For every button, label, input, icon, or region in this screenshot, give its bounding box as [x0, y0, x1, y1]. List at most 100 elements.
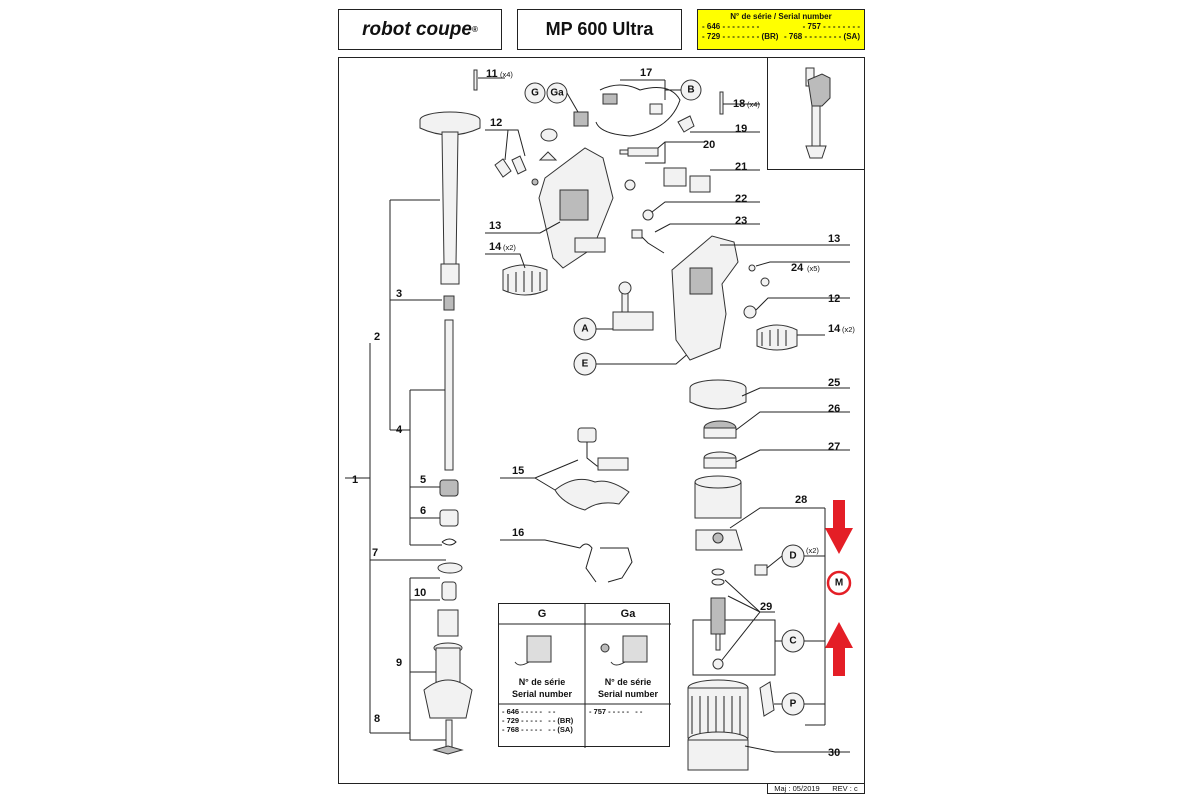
logo-text: robot coupe	[362, 18, 472, 40]
housing-28-part	[694, 475, 742, 519]
bearing-6-part	[439, 509, 459, 527]
serial-729: - 729 - - - - - - - - (BR)	[702, 32, 779, 41]
rotor-29-part	[710, 568, 726, 670]
callout-P: P	[790, 699, 797, 710]
callout-C: C	[789, 636, 796, 647]
model-title: MP 600 Ultra	[517, 9, 682, 50]
callout-A: A	[581, 324, 588, 335]
legend-grid	[499, 604, 671, 748]
legend-caption-ga: N° de série Serial number	[597, 677, 659, 699]
label-30: 30	[828, 747, 840, 759]
clip-part	[441, 538, 457, 546]
label-25: 25	[828, 377, 840, 389]
label-27: 27	[828, 441, 840, 453]
callout-Ga: Ga	[550, 88, 564, 99]
revision-code: REV : c	[832, 784, 858, 793]
label-21: 21	[735, 161, 747, 173]
mult-D: (x2)	[806, 546, 819, 555]
grip-14-right-part	[756, 324, 798, 351]
label-14-right: 14	[828, 323, 841, 335]
label-3: 3	[396, 288, 402, 300]
connector-20-part	[619, 147, 659, 157]
label-12-top: 12	[490, 117, 502, 129]
wire-harness-15-part	[554, 427, 630, 511]
serial-number-box: N° de série / Serial number - 646 - - - …	[697, 9, 865, 50]
revision-footer: Maj : 05/2019 REV : c	[767, 783, 865, 794]
mult-24: (x5)	[807, 264, 820, 273]
label-12-right: 12	[828, 293, 840, 305]
label-4: 4	[396, 424, 403, 436]
label-15: 15	[512, 465, 524, 477]
wire-23-part	[631, 229, 665, 254]
callout-M: M	[835, 578, 843, 589]
label-19: 19	[735, 123, 747, 135]
button-12-part	[743, 305, 757, 319]
seal-ring-part	[437, 562, 463, 574]
label-16: 16	[512, 527, 524, 539]
registered-mark-icon: ®	[471, 25, 478, 34]
bell-housing-part	[423, 609, 473, 719]
screw-24-part	[748, 264, 770, 287]
handle-rear-half-part	[538, 147, 614, 269]
switch-legend-table: G Ga N° de série Serial number N° de sér…	[498, 603, 671, 748]
assembled-mixer-icon	[805, 67, 831, 159]
stator-P-part	[687, 679, 775, 739]
brush-D-part	[754, 564, 768, 576]
bearing-5-part	[439, 479, 459, 497]
label-2: 2	[374, 331, 380, 343]
serial-row: - 646 - - - - - - - - - 757 - - - - - - …	[702, 22, 860, 32]
spring-part	[443, 295, 455, 311]
mult-18: (x4)	[747, 100, 760, 109]
callout-G-circle	[524, 82, 546, 104]
label-17: 17	[640, 67, 652, 79]
switch-A-part	[612, 281, 654, 331]
screw-18-part	[719, 91, 724, 115]
legend-header-g: G	[537, 608, 547, 620]
switch-g-icon	[514, 635, 552, 666]
callout-G: G	[531, 88, 539, 99]
label-13-right: 13	[828, 233, 840, 245]
seal-12-part	[494, 155, 527, 178]
switch-g-part	[573, 111, 589, 127]
callout-E: E	[582, 359, 589, 370]
callout-B: B	[687, 85, 694, 96]
switch-ga-icon	[600, 635, 648, 666]
label-13-left: 13	[489, 220, 501, 232]
blade-part	[432, 719, 464, 755]
label-14-left: 14	[489, 241, 502, 253]
label-8: 8	[374, 713, 380, 725]
spring-clip-16-part	[579, 543, 633, 583]
label-26: 26	[828, 403, 840, 415]
label-5: 5	[420, 474, 426, 486]
legend-serials-g: - 646 - - - - - - - - 729 - - - - - - - …	[502, 707, 574, 734]
label-20: 20	[703, 139, 715, 151]
button-part	[531, 128, 558, 186]
handle-front-half-part	[671, 235, 739, 361]
ring-25-part	[689, 379, 747, 410]
robot-coupe-logo: robot coupe®	[338, 9, 502, 50]
revision-date: Maj : 05/2019	[774, 784, 820, 793]
label-7: 7	[372, 547, 378, 559]
label-23: 23	[735, 215, 747, 227]
legend-serials-ga: - 757 - - - - - - -	[589, 707, 643, 716]
mult-14-left: (x2)	[503, 243, 516, 252]
screw-11-part	[473, 69, 478, 91]
bearing-27-part	[703, 451, 737, 469]
terminal-21-part	[663, 167, 711, 193]
label-11: 11	[486, 68, 498, 80]
gear-26-part	[703, 420, 737, 439]
callout-D: D	[789, 551, 796, 562]
clip-19-part	[677, 115, 695, 133]
serial-box-title: N° de série / Serial number	[730, 12, 832, 21]
mult-11: (x4)	[500, 70, 513, 79]
label-28: 28	[795, 494, 807, 506]
drive-shaft-part	[444, 319, 454, 471]
label-18: 18	[733, 98, 745, 110]
label-9: 9	[396, 657, 402, 669]
cover-30-part	[687, 731, 749, 771]
serial-646: - 646 - - - - - - - -	[702, 22, 760, 31]
serial-row: - 729 - - - - - - - - (BR) - 768 - - - -…	[702, 32, 860, 42]
legend-header-ga: Ga	[620, 608, 636, 620]
label-6: 6	[420, 505, 426, 517]
